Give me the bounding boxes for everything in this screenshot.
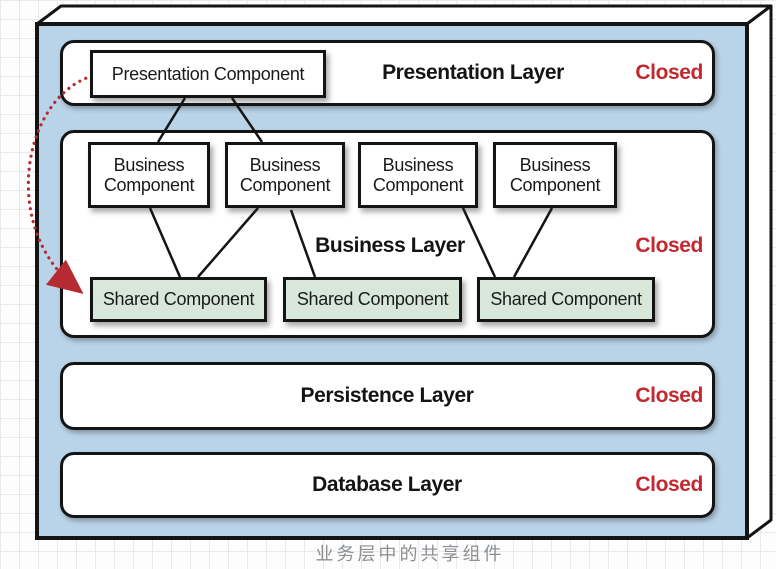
presentation-layer-title: Presentation Layer [382,61,564,84]
business-component-box-4: Business Component [493,142,617,208]
business-component-box-1: Business Component [88,142,210,208]
business-component-box-2: Business Component [225,142,345,208]
business-component-label: Business Component [509,154,601,195]
database-layer-closed-label: Closed [635,473,703,496]
business-layer-closed-label: Closed [635,234,703,257]
presentation-component-label: Presentation Component [111,63,305,84]
presentation-component-box: Presentation Component [90,50,326,98]
container-right-face [745,4,773,540]
persistence-layer-closed-label: Closed [635,384,703,407]
figure-caption: 业务层中的共享组件 [315,544,505,564]
shared-component-box-3: Shared Component [477,277,655,322]
shared-component-label: Shared Component [102,289,255,310]
persistence-layer-title: Persistence Layer [300,384,474,407]
container-top-face [35,4,773,26]
business-component-label: Business Component [372,154,464,195]
shared-component-label: Shared Component [296,289,449,310]
business-component-label: Business Component [103,154,195,195]
presentation-layer-closed-label: Closed [635,61,703,84]
database-layer-title: Database Layer [312,473,462,496]
shared-component-label: Shared Component [490,289,642,310]
business-component-box-3: Business Component [358,142,478,208]
business-component-label: Business Component [239,154,331,195]
shared-component-box-1: Shared Component [90,277,267,322]
shared-component-box-2: Shared Component [283,277,462,322]
business-layer-title: Business Layer [315,234,465,257]
